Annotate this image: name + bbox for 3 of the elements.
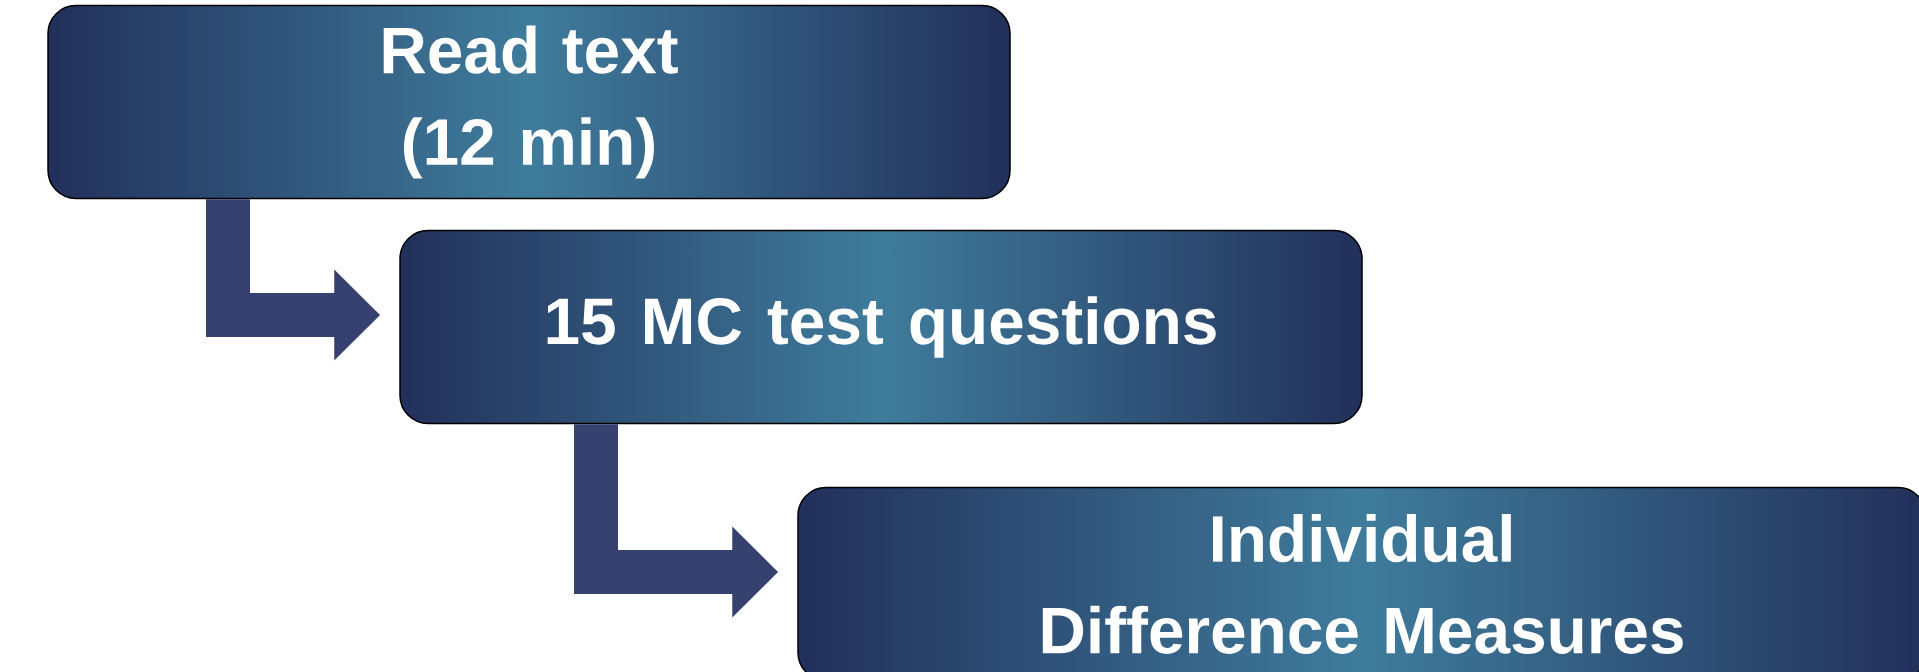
process-box: 15 MC test questions	[399, 229, 1363, 425]
process-box: Read text (12 min)	[47, 4, 1011, 200]
process-box: Individual Difference Measures	[797, 486, 1919, 672]
